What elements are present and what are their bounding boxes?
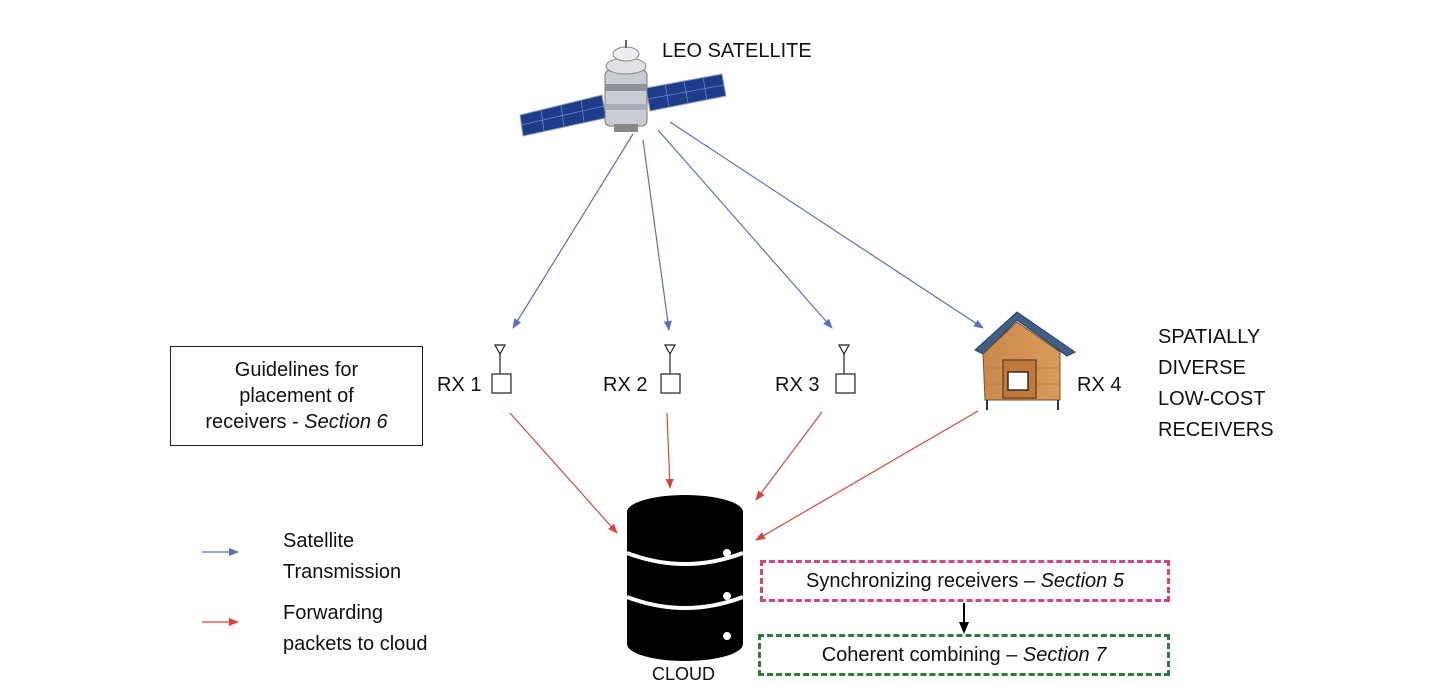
guidelines-line-3-text: receivers - bbox=[205, 411, 305, 433]
satellite-transmission-arrows bbox=[512, 121, 984, 331]
right-label-line-2: DIVERSE bbox=[1158, 357, 1246, 379]
rx4-label: RX 4 bbox=[1077, 374, 1122, 396]
arrow-sat-rx4 bbox=[669, 121, 984, 329]
legend-satellite-line-2: Transmission bbox=[283, 561, 402, 583]
right-label-line-3: LOW-COST bbox=[1158, 388, 1266, 410]
right-label-line-1: SPATIALLY bbox=[1158, 326, 1261, 348]
sync-box-section: Section 5 bbox=[1040, 569, 1124, 592]
spatially-diverse-label: SPATIALLY DIVERSE LOW-COST RECEIVERS bbox=[1158, 322, 1274, 446]
legend-satellite: Satellite Transmission bbox=[283, 526, 401, 588]
coherent-box-text: Coherent combining – bbox=[821, 643, 1023, 666]
sync-box-text: Synchronizing receivers – bbox=[806, 569, 1041, 592]
satellite-label: LEO SATELLITE bbox=[662, 40, 812, 62]
arrow-rx1-cloud bbox=[509, 412, 618, 534]
guidelines-section: Section 6 bbox=[304, 411, 388, 433]
legend-forwarding-line-2: packets to cloud bbox=[283, 633, 428, 655]
arrow-rx2-cloud bbox=[665, 412, 674, 489]
rx2-label: RX 2 bbox=[603, 374, 648, 396]
house-icon bbox=[974, 311, 1076, 410]
guidelines-box: Guidelines for placement of receivers - … bbox=[170, 346, 423, 446]
rx2-antenna-icon bbox=[660, 344, 681, 394]
legend-forwarding: Forwarding packets to cloud bbox=[283, 598, 428, 660]
satellite-icon bbox=[519, 40, 727, 137]
legend-satellite-line-1: Satellite bbox=[283, 530, 355, 552]
guidelines-line-1: Guidelines for bbox=[234, 359, 359, 381]
cloud-label: CLOUD bbox=[652, 664, 716, 684]
coherent-box-section: Section 7 bbox=[1022, 643, 1107, 666]
rx1-antenna-icon bbox=[491, 344, 512, 394]
coherent-box: Coherent combining – Section 7 bbox=[758, 634, 1170, 676]
arrow-rx3-cloud bbox=[755, 411, 823, 501]
right-label-line-4: RECEIVERS bbox=[1158, 419, 1274, 441]
arrow-rx4-cloud bbox=[755, 410, 979, 541]
rx3-antenna-icon bbox=[835, 344, 856, 394]
arrow-sat-rx2 bbox=[642, 139, 672, 331]
forwarding-arrows bbox=[509, 410, 979, 541]
guidelines-line-3: receivers - Section 6 bbox=[205, 409, 387, 435]
legend-forwarding-line-1: Forwarding bbox=[283, 602, 384, 624]
arrow-sat-rx3 bbox=[657, 129, 833, 329]
rx3-label: RX 3 bbox=[775, 374, 820, 396]
guidelines-line-2: placement of bbox=[239, 385, 354, 407]
database-icon bbox=[626, 495, 744, 661]
rx1-label: RX 1 bbox=[437, 374, 482, 396]
arrow-sat-rx1 bbox=[512, 133, 634, 329]
sync-box: Synchronizing receivers – Section 5 bbox=[760, 560, 1170, 602]
